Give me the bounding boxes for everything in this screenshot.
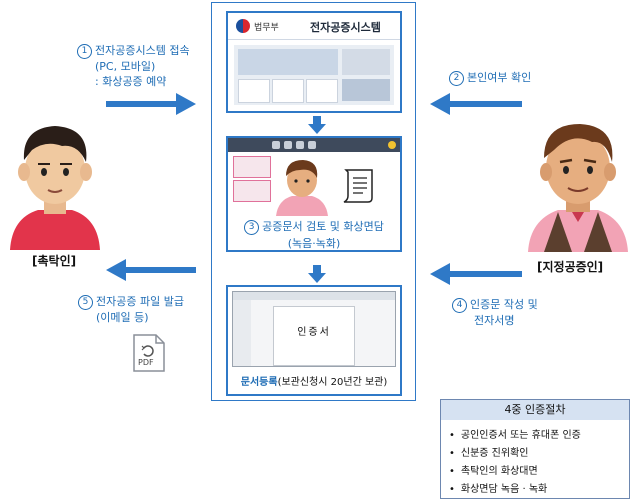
site-header: 법무부 전자공증시스템 (228, 13, 400, 40)
certificate-title: 인증서 (297, 327, 331, 338)
step1-line3: : 화상공증 예약 (95, 75, 167, 88)
video-app-toolbar (228, 138, 400, 152)
arrow-notary-to-system (430, 93, 522, 115)
editor-window: 인증서 (232, 291, 396, 367)
step1-line2: (PC, 모바일) (95, 60, 156, 73)
video-person-icon (276, 160, 328, 216)
step4-number: 4 (452, 298, 467, 313)
ministry-name: 법무부 (254, 23, 279, 33)
step2-label: 본인여부 확인 (467, 71, 532, 84)
client-role-label: [촉탁인] (32, 254, 77, 268)
certificate-page: 인증서 (273, 306, 355, 366)
step5-line1: 전자공증 파일 발급 (96, 295, 184, 308)
step5-number: 5 (78, 295, 93, 310)
auth-box-title: 4중 인증절차 (441, 400, 629, 420)
final-caption: 문서등록(보관신청시 20년간 보관) (228, 373, 400, 388)
final-caption-rest: (보관신청시 20년간 보관) (277, 377, 388, 388)
arrow-notary-sign-to-system (430, 263, 522, 285)
auth-item: 공인인증서 또는 휴대폰 인증 (449, 426, 581, 441)
arrow-system-to-client (106, 259, 196, 281)
step1-line1: 전자공증시스템 접속 (95, 44, 190, 57)
down-arrow-1 (308, 116, 326, 134)
government-emblem-icon (236, 19, 250, 33)
four-step-auth-box: 4중 인증절차 공인인증서 또는 휴대폰 인증 신분증 진위확인 촉탁인의 화상… (440, 399, 630, 499)
auth-item: 신분증 진위확인 (449, 444, 529, 459)
system-name: 전자공증시스템 (310, 21, 381, 34)
document-thumbnail (233, 180, 271, 202)
step4-line1: 인증문 작성 및 (470, 298, 538, 311)
pdf-label: PDF (138, 358, 154, 367)
step3-number: 3 (244, 220, 260, 235)
document-thumbnail (233, 156, 271, 178)
auth-item: 화상면담 녹음 · 녹화 (449, 480, 547, 495)
auth-item: 촉탁인의 화상대면 (449, 462, 538, 477)
notary-role-label: [지정공증인] (537, 260, 604, 274)
client-person-illustration (10, 126, 100, 250)
website-content-area (234, 45, 394, 105)
final-caption-bold: 문서등록 (240, 377, 278, 388)
notary-person-illustration (528, 124, 628, 252)
step4-line2: 전자서명 (474, 314, 515, 327)
step5-line2: (이메일 등) (96, 311, 149, 324)
website-screenshot-frame: 법무부 전자공증시스템 (226, 11, 402, 113)
arrow-client-to-system (106, 93, 196, 115)
document-scroll-icon (343, 169, 373, 203)
step2-number: 2 (449, 71, 464, 86)
step1-number: 1 (77, 44, 92, 59)
document-registration-frame: 인증서 문서등록(보관신청시 20년간 보관) (226, 285, 402, 396)
system-panel: 법무부 전자공증시스템 (211, 2, 416, 401)
step3-sub: (녹음·녹화) (287, 237, 341, 250)
pdf-file-icon: PDF (132, 333, 166, 373)
step3-label: 공증문서 검토 및 화상면담 (262, 220, 384, 233)
down-arrow-2 (308, 265, 326, 283)
